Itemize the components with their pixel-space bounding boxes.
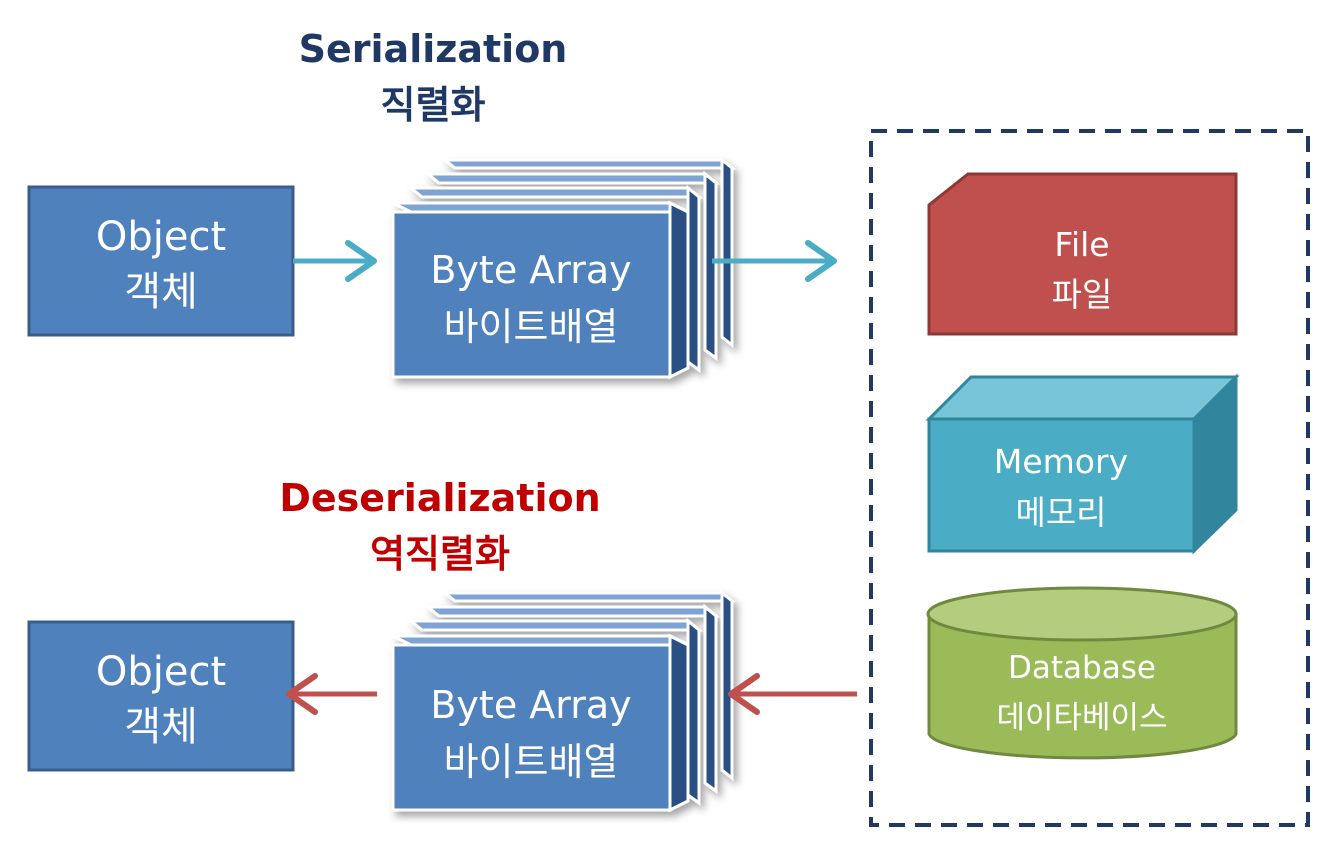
arrow-bytearray-to-object	[286, 673, 377, 715]
byte-array-layer-front	[391, 200, 690, 380]
database-cylinder: Database 데이타베이스	[926, 586, 1238, 760]
arrow-storage-to-bytearray	[728, 673, 857, 715]
serialization-title-en: Serialization	[299, 27, 568, 71]
top-byte-array-label-en: Byte Array	[430, 248, 631, 292]
bottom-object-box: Object 객체	[27, 620, 295, 772]
storage-container	[869, 129, 1310, 827]
top-object-label-ko: 객체	[124, 269, 198, 315]
database-label-ko: 데이타베이스	[996, 700, 1167, 736]
arrow-object-to-bytearray	[293, 240, 377, 282]
serialization-title-ko: 직렬화	[381, 83, 486, 127]
byte-array-layer-mid2	[423, 170, 721, 361]
file-shape: File 파일	[927, 172, 1238, 336]
memory-label-en: Memory	[994, 442, 1128, 481]
bottom-byte-array-stack	[391, 589, 737, 813]
deserialization-title-ko: 역직렬화	[370, 532, 510, 576]
database-label-en: Database	[1008, 650, 1156, 686]
byte-array-layer-front	[391, 633, 690, 813]
memory-label-ko: 메모리	[1015, 493, 1106, 532]
bottom-byte-array-label-en: Byte Array	[430, 683, 631, 727]
memory-cube: Memory 메모리	[925, 373, 1240, 555]
top-object-box: Object 객체	[27, 185, 295, 337]
deserialization-title-en: Deserialization	[279, 476, 600, 520]
byte-array-layer-mid1	[406, 617, 704, 806]
byte-array-layer-mid2	[423, 603, 721, 794]
bottom-object-label-ko: 객체	[124, 704, 198, 750]
file-label-ko: 파일	[1052, 275, 1113, 314]
arrow-bytearray-to-storage	[712, 240, 837, 282]
top-byte-array-label-ko: 바이트배열	[444, 305, 619, 349]
byte-array-layer-back	[440, 589, 737, 782]
file-label-en: File	[1054, 225, 1109, 264]
bottom-object-label-en: Object	[96, 649, 226, 695]
byte-array-layer-back	[440, 156, 737, 349]
top-byte-array-stack	[391, 156, 737, 380]
bottom-byte-array-label-ko: 바이트배열	[444, 740, 619, 784]
top-object-label-en: Object	[96, 214, 226, 260]
